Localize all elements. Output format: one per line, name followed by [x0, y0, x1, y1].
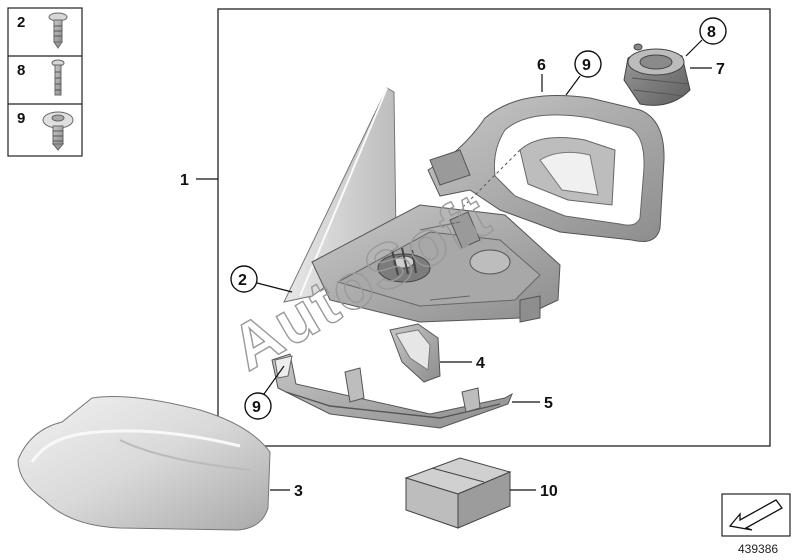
- mirror-cap: [17, 396, 271, 531]
- screw-icon: [48, 12, 68, 49]
- callout-5: 5: [544, 395, 553, 412]
- sidebar-number-8: 8: [17, 62, 25, 79]
- small-parts-box: [404, 457, 512, 529]
- sidebar-number-9: 9: [17, 110, 25, 127]
- callout-7: 7: [716, 61, 725, 78]
- callout-1: 1: [180, 172, 189, 189]
- pin-screw-icon: [51, 59, 65, 96]
- mirror-base-mechanism: [311, 204, 561, 323]
- mirror-housing-frame: [427, 95, 665, 242]
- callout-6: 6: [537, 57, 546, 74]
- mirror-motor: [623, 43, 691, 106]
- hardware-sidebar: 2 8 9: [7, 7, 83, 157]
- orientation-arrow-box: [721, 493, 791, 537]
- callout-10: 10: [540, 483, 558, 500]
- callout-4: 4: [476, 355, 485, 372]
- callout-2: 2: [238, 272, 247, 289]
- document-id: 439386: [738, 542, 778, 556]
- sidebar-number-2: 2: [17, 14, 25, 31]
- small-cover-piece: [389, 323, 441, 383]
- direction-arrow-icon: [728, 499, 783, 531]
- assembly-frame: [217, 8, 771, 447]
- callout-9-top: 9: [582, 57, 591, 74]
- callout-8: 8: [707, 24, 716, 41]
- callout-9-bottom: 9: [252, 399, 261, 416]
- flange-screw-icon: [42, 111, 74, 151]
- callout-3: 3: [294, 483, 303, 500]
